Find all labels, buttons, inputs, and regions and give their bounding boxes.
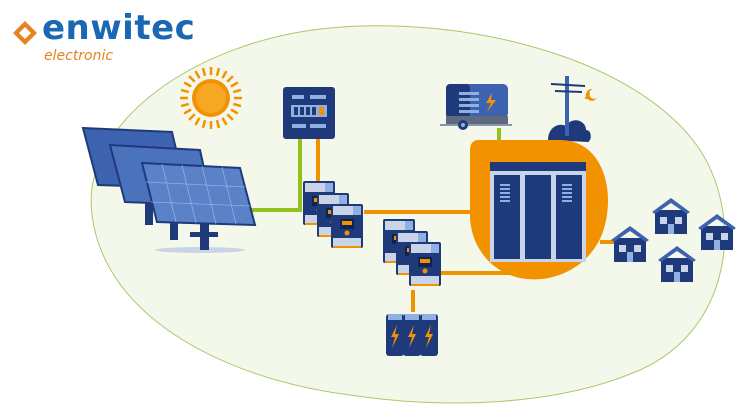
- meter-box-icon: [283, 87, 335, 139]
- solar-panel: [140, 161, 257, 250]
- inverter-stack-icon: [383, 219, 441, 286]
- sun-icon: [180, 67, 242, 129]
- logo-diamond-icon: [13, 21, 37, 45]
- logo-brand: enwitec: [42, 8, 196, 48]
- inverter-stack-icon: [303, 181, 363, 248]
- house-icon: [611, 226, 649, 262]
- power-pole-icon: [548, 76, 597, 142]
- houses-icon: [611, 198, 736, 282]
- house-icon: [698, 214, 736, 250]
- green-line-panels-meter: [250, 136, 302, 212]
- logo-tagline: electronic: [44, 48, 114, 64]
- solar-panels-icon: [81, 126, 257, 253]
- house-icon: [652, 198, 690, 234]
- house-icon: [658, 246, 696, 282]
- storage-cabinet-icon: [470, 140, 608, 280]
- battery-icon: [386, 314, 438, 356]
- generator-icon: [440, 84, 512, 130]
